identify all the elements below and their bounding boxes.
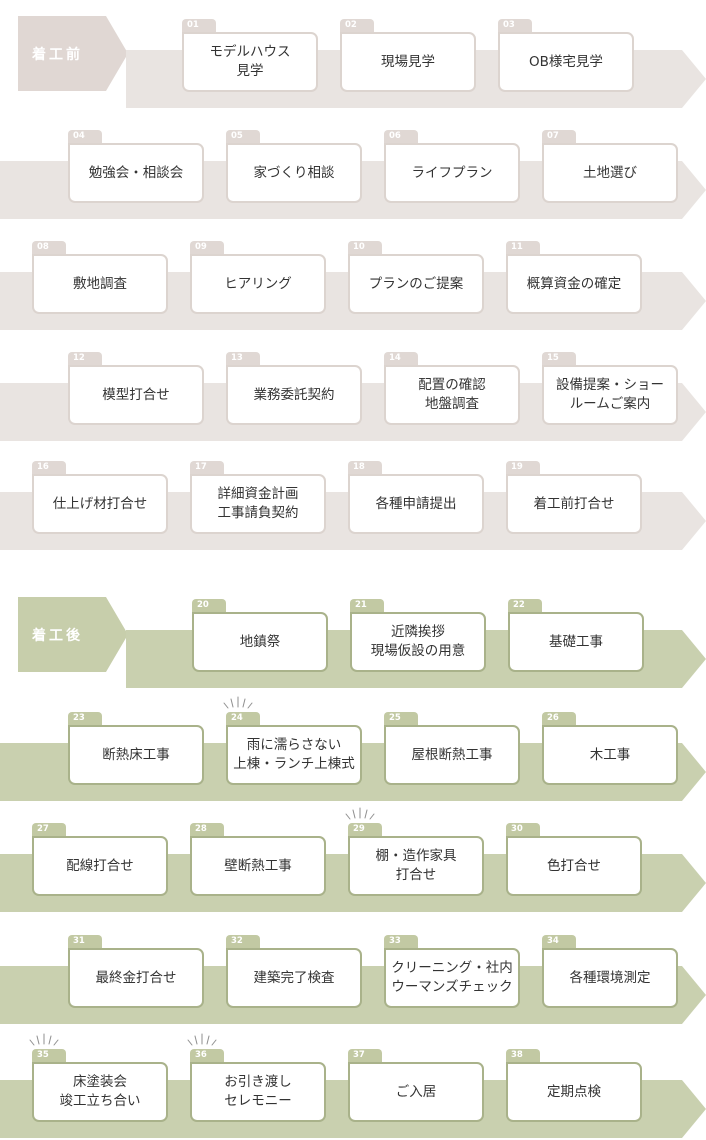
flow-arrow: [682, 161, 706, 219]
flow-arrow: [682, 383, 706, 441]
step-card[interactable]: 断熱床工事: [68, 725, 204, 785]
step-card[interactable]: クリーニング・社内 ウーマンズチェック: [384, 948, 520, 1008]
step-card[interactable]: 壁断熱工事: [190, 836, 326, 896]
step-number-tab: 14: [384, 352, 418, 365]
step-number-tab: 03: [498, 19, 532, 32]
flow-arrow: [682, 966, 706, 1024]
step-number-tab: 27: [32, 823, 66, 836]
flow-arrow: [682, 1080, 706, 1138]
step-card[interactable]: 詳細資金計画 工事請負契約: [190, 474, 326, 534]
step-number-tab: 10: [348, 241, 382, 254]
step-number-tab: 04: [68, 130, 102, 143]
step-number-tab: 11: [506, 241, 540, 254]
step-number-tab: 01: [182, 19, 216, 32]
flow-arrow: [682, 50, 706, 108]
step-card[interactable]: モデルハウス 見学: [182, 32, 318, 92]
step-number-tab: 23: [68, 712, 102, 725]
step-number-tab: 07: [542, 130, 576, 143]
step-number-tab: 28: [190, 823, 224, 836]
step-card[interactable]: OB様宅見学: [498, 32, 634, 92]
step-number-tab: 37: [348, 1049, 382, 1062]
step-number-tab: 18: [348, 461, 382, 474]
phase-label-post: 着工後: [18, 597, 128, 672]
step-number-tab: 13: [226, 352, 260, 365]
step-card[interactable]: 仕上げ材打合せ: [32, 474, 168, 534]
step-card[interactable]: 概算資金の確定: [506, 254, 642, 314]
step-card[interactable]: 模型打合せ: [68, 365, 204, 425]
step-number-tab: 31: [68, 935, 102, 948]
step-number-tab: 15: [542, 352, 576, 365]
step-card[interactable]: 各種申請提出: [348, 474, 484, 534]
step-number-tab: 35: [32, 1049, 66, 1062]
step-card[interactable]: 定期点検: [506, 1062, 642, 1122]
phase-label-pre: 着工前: [18, 16, 128, 91]
step-number-tab: 22: [508, 599, 542, 612]
step-card[interactable]: 色打合せ: [506, 836, 642, 896]
step-card[interactable]: 現場見学: [340, 32, 476, 92]
sparkle-icon: [184, 1031, 220, 1049]
step-card[interactable]: 設備提案・ショー ルームご案内: [542, 365, 678, 425]
step-number-tab: 08: [32, 241, 66, 254]
step-card[interactable]: 着工前打合せ: [506, 474, 642, 534]
step-number-tab: 30: [506, 823, 540, 836]
step-number-tab: 29: [348, 823, 382, 836]
step-number-tab: 17: [190, 461, 224, 474]
step-number-tab: 16: [32, 461, 66, 474]
flow-arrow: [682, 492, 706, 550]
step-card[interactable]: プランのご提案: [348, 254, 484, 314]
sparkle-icon: [26, 1031, 62, 1049]
step-card[interactable]: 最終金打合せ: [68, 948, 204, 1008]
step-number-tab: 33: [384, 935, 418, 948]
step-card[interactable]: 土地選び: [542, 143, 678, 203]
step-card[interactable]: 配置の確認 地盤調査: [384, 365, 520, 425]
step-number-tab: 21: [350, 599, 384, 612]
step-number-tab: 32: [226, 935, 260, 948]
step-card[interactable]: 各種環境測定: [542, 948, 678, 1008]
step-card[interactable]: 木工事: [542, 725, 678, 785]
sparkle-icon: [220, 694, 256, 712]
step-number-tab: 38: [506, 1049, 540, 1062]
step-card[interactable]: 基礎工事: [508, 612, 644, 672]
step-number-tab: 09: [190, 241, 224, 254]
step-card[interactable]: 屋根断熱工事: [384, 725, 520, 785]
step-card[interactable]: ヒアリング: [190, 254, 326, 314]
step-number-tab: 34: [542, 935, 576, 948]
step-number-tab: 20: [192, 599, 226, 612]
step-card[interactable]: 床塗装会 竣工立ち合い: [32, 1062, 168, 1122]
step-card[interactable]: お引き渡し セレモニー: [190, 1062, 326, 1122]
step-card[interactable]: 近隣挨拶 現場仮設の用意: [350, 612, 486, 672]
step-number-tab: 02: [340, 19, 374, 32]
step-card[interactable]: 棚・造作家具 打合せ: [348, 836, 484, 896]
step-card[interactable]: 家づくり相談: [226, 143, 362, 203]
step-number-tab: 25: [384, 712, 418, 725]
step-card[interactable]: 業務委託契約: [226, 365, 362, 425]
step-card[interactable]: 建築完了検査: [226, 948, 362, 1008]
step-number-tab: 36: [190, 1049, 224, 1062]
step-number-tab: 06: [384, 130, 418, 143]
flow-arrow: [682, 272, 706, 330]
step-card[interactable]: 敷地調査: [32, 254, 168, 314]
step-number-tab: 24: [226, 712, 260, 725]
step-number-tab: 12: [68, 352, 102, 365]
flow-arrow: [682, 630, 706, 688]
step-card[interactable]: 配線打合せ: [32, 836, 168, 896]
step-card[interactable]: 雨に濡らさない 上棟・ランチ上棟式: [226, 725, 362, 785]
sparkle-icon: [342, 805, 378, 823]
step-number-tab: 26: [542, 712, 576, 725]
step-card[interactable]: ご入居: [348, 1062, 484, 1122]
step-number-tab: 05: [226, 130, 260, 143]
step-card[interactable]: 地鎮祭: [192, 612, 328, 672]
step-card[interactable]: ライフプラン: [384, 143, 520, 203]
flow-arrow: [682, 854, 706, 912]
step-card[interactable]: 勉強会・相談会: [68, 143, 204, 203]
step-number-tab: 19: [506, 461, 540, 474]
flow-arrow: [682, 743, 706, 801]
